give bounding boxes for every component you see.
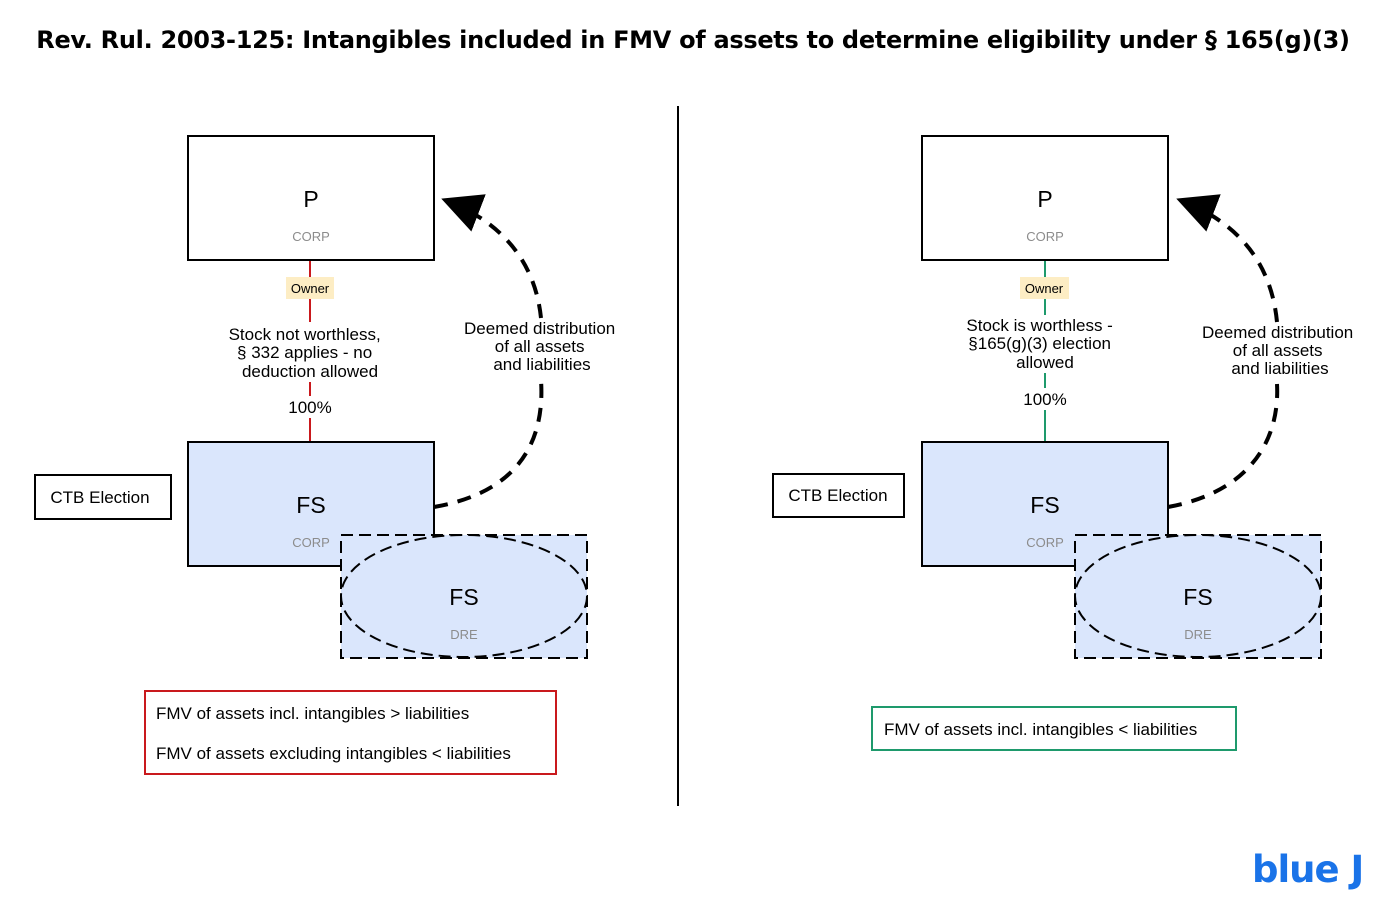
right-dre-name: FS [1183,584,1212,610]
right-parent-entity[interactable]: P CORP [921,135,1169,261]
right-dre-type: DRE [1184,627,1212,642]
right-ctb-election: CTB Election [772,473,905,518]
right-deemed-distribution-arrow [1168,200,1280,509]
left-dre-entity[interactable]: FS DRE [340,534,588,659]
right-parent-type: CORP [1026,229,1064,244]
left-condition-2: FMV of assets excluding intangibles < li… [156,744,511,763]
right-owner-tag-bg [1020,277,1069,299]
left-subsidiary-name: FS [296,492,325,518]
right-conditions-box: FMV of assets incl. intangibles < liabil… [871,706,1237,751]
right-ctb-election-label: CTB Election [788,486,887,505]
left-parent-name: P [303,186,318,212]
right-condition-1: FMV of assets incl. intangibles < liabil… [884,720,1197,739]
left-deemed-distribution-arrow [434,200,544,509]
left-owner-tag: Owner [291,281,330,296]
right-parent-name: P [1037,186,1052,212]
left-subsidiary-entity[interactable]: FS CORP [187,441,435,567]
left-dre-name: FS [449,584,478,610]
right-ownership-pct: 100% [1023,390,1066,409]
right-panel: P CORP Owner Stock is worthless - §165(g… [772,135,1358,751]
left-ownership-pct: 100% [288,398,331,417]
right-owner-tag: Owner [1025,281,1064,296]
left-ownership-note: Stock not worthless, § 332 applies - no … [229,325,386,381]
right-dre-entity[interactable]: FS DRE [1074,534,1322,659]
left-parent-entity[interactable]: P CORP [187,135,435,261]
left-parent-type: CORP [292,229,330,244]
right-subsidiary-name: FS [1030,492,1059,518]
left-ctb-election: CTB Election [34,474,172,520]
left-subsidiary-type: CORP [292,535,330,550]
right-subsidiary-type: CORP [1026,535,1064,550]
left-condition-1: FMV of assets incl. intangibles > liabil… [156,704,469,723]
page-title: Rev. Rul. 2003-125: Intangibles included… [36,26,1350,54]
left-ctb-election-label: CTB Election [50,488,149,507]
left-panel: P CORP Owner Stock not worthless, § 332 … [34,135,620,775]
blue-j-logo: blue J [1252,848,1364,891]
right-arrow-label: Deemed distribution of all assets and li… [1202,323,1358,378]
left-owner-tag-bg [286,277,334,299]
right-ownership-note: Stock is worthless - §165(g)(3) election… [966,316,1117,372]
left-dre-type: DRE [450,627,478,642]
left-arrow-label: Deemed distribution of all assets and li… [464,319,620,374]
left-conditions-box: FMV of assets incl. intangibles > liabil… [144,690,557,775]
